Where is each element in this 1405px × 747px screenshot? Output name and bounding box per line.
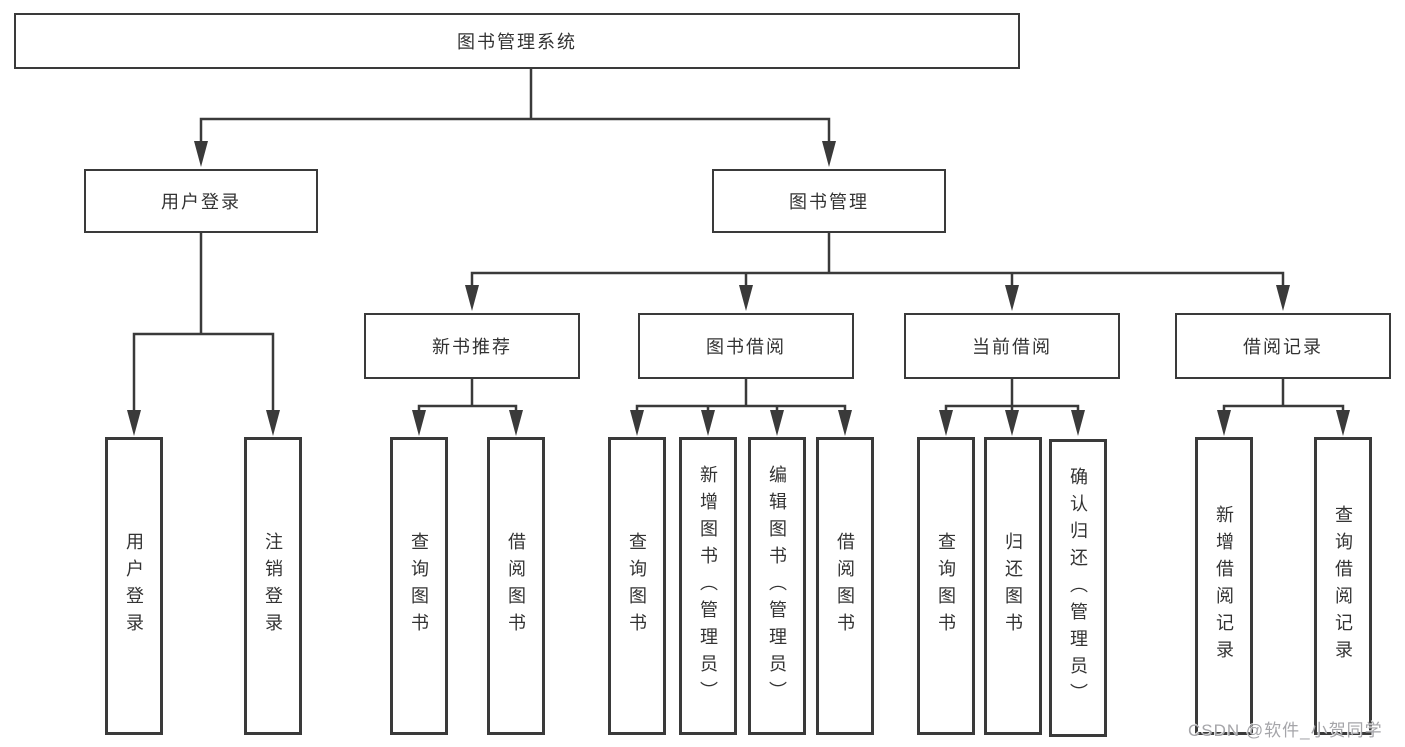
node-current-borrowing: 当前借阅 [904,313,1120,379]
node-new-book-recommend: 新书推荐 [364,313,580,379]
node-book-management: 图书管理 [712,169,946,233]
leaf-borrowing-edit-book-admin: 编辑图书（管理员） [748,437,806,735]
csdn-watermark: CSDN @软件_小贺同学 [1188,721,1383,740]
node-book-borrowing: 图书借阅 [638,313,854,379]
leaf-borrowing-add-book-admin: 新增图书（管理员） [679,437,737,735]
node-user-login: 用户登录 [84,169,318,233]
node-root-library-management-system: 图书管理系统 [14,13,1020,69]
leaf-borrowing-borrow-book: 借阅图书 [816,437,874,735]
leaf-login-logout: 注销登录 [244,437,302,735]
leaf-recommend-borrow-book: 借阅图书 [487,437,545,735]
leaf-current-search-book: 查询图书 [917,437,975,735]
leaf-current-confirm-return-admin: 确认归还（管理员） [1049,439,1107,737]
leaf-recommend-search-book: 查询图书 [390,437,448,735]
leaf-records-add-record: 新增借阅记录 [1195,437,1253,735]
leaf-login-user-login: 用户登录 [105,437,163,735]
node-borrowing-records: 借阅记录 [1175,313,1391,379]
leaf-records-search-record: 查询借阅记录 [1314,437,1372,735]
leaf-current-return-book: 归还图书 [984,437,1042,735]
leaf-borrowing-search-book: 查询图书 [608,437,666,735]
